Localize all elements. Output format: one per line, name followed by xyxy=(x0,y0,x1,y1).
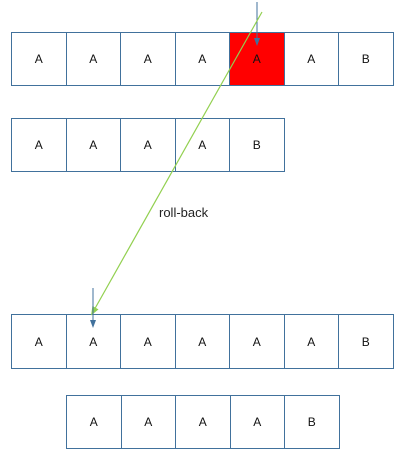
char-cell: A xyxy=(65,118,121,172)
char-cell: A xyxy=(65,32,121,86)
char-cell: A xyxy=(11,32,67,86)
char-cell: B xyxy=(338,32,394,86)
char-cell: A xyxy=(174,314,230,369)
char-cell: A xyxy=(229,314,285,369)
mismatch-cell: A xyxy=(229,32,285,86)
rollback-label: roll-back xyxy=(159,205,209,220)
char-cell: A xyxy=(11,314,67,369)
char-cell: A xyxy=(229,395,285,449)
char-cell: A xyxy=(66,395,122,449)
char-cell: A xyxy=(174,32,230,86)
char-cell: A xyxy=(175,395,231,449)
char-cell: B xyxy=(338,314,394,369)
char-cell: A xyxy=(283,32,339,86)
char-cell: A xyxy=(120,118,176,172)
char-cell: A xyxy=(120,395,176,449)
char-cell: B xyxy=(284,395,340,449)
char-cell: A xyxy=(120,32,176,86)
char-cell: B xyxy=(229,118,285,172)
char-cell: A xyxy=(65,314,121,369)
char-cell: A xyxy=(11,118,67,172)
char-cell: A xyxy=(120,314,176,369)
char-cell: A xyxy=(283,314,339,369)
char-cell: A xyxy=(174,118,230,172)
